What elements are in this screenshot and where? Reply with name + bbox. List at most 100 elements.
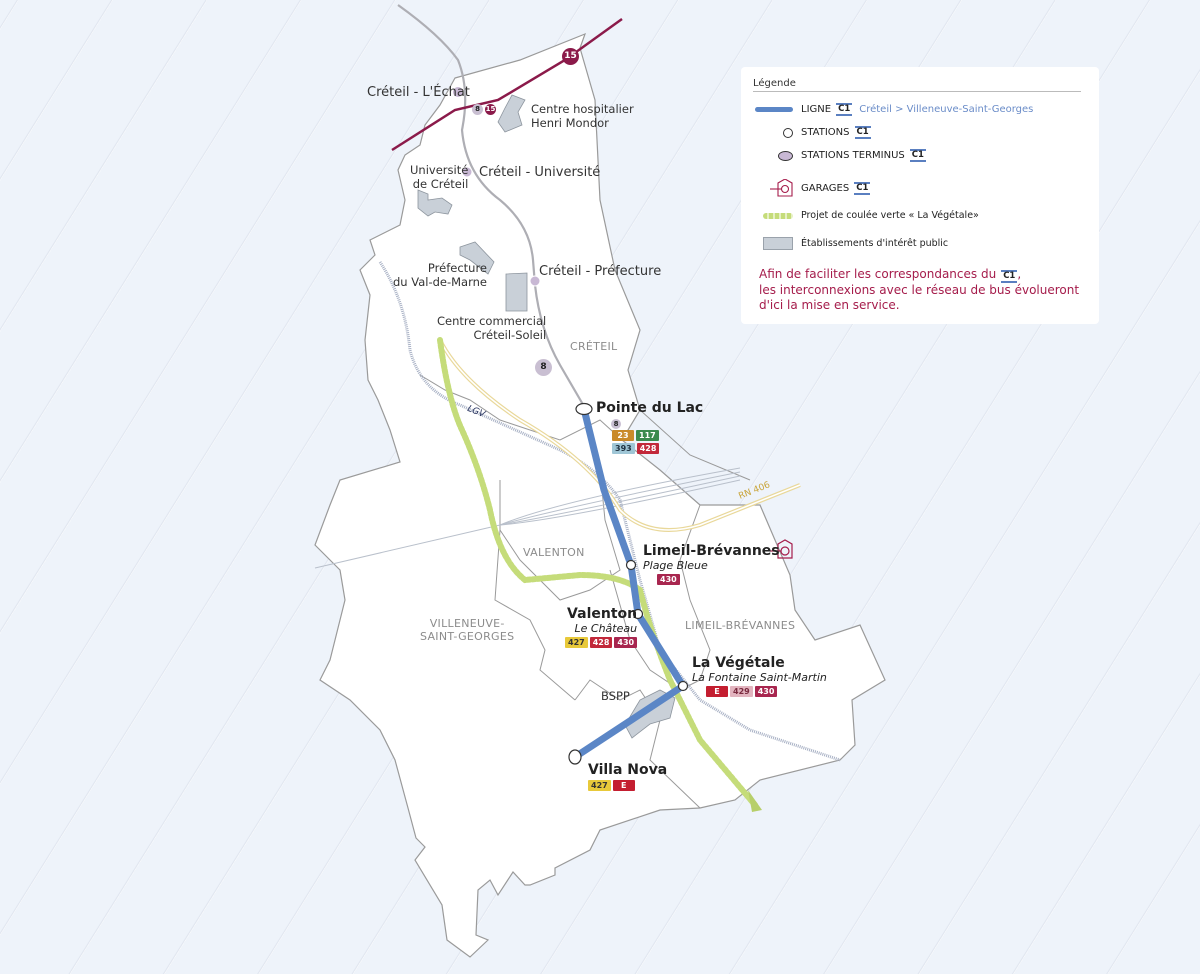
legend-title: Légende xyxy=(753,78,796,89)
stop-name: Valenton xyxy=(567,606,638,622)
bus-badge-430: 430 xyxy=(614,637,638,648)
place-bspp: BSPP xyxy=(601,689,630,703)
tram-stations xyxy=(452,86,541,287)
bus-badge-393: 393 xyxy=(612,443,635,454)
station-label-echat: Créteil - L'Échat xyxy=(367,85,470,100)
c1-stop-valenton[interactable]: Valenton Le Château 427 428 430 xyxy=(565,606,638,648)
legend-item-public-buildings: Établissements d'intérêt public xyxy=(741,237,948,250)
place-prefecture: Préfecture du Val-de-Marne xyxy=(393,261,487,289)
line-c1-icon xyxy=(755,107,793,112)
c1-badge: C1 xyxy=(854,126,871,139)
station-prefecture-dot xyxy=(529,275,541,287)
place-mall-line2: Créteil-Soleil xyxy=(473,328,547,342)
garage-icon xyxy=(770,539,793,559)
legend-panel: Légende LIGNE C1 Créteil > Villeneuve-Sa… xyxy=(741,67,1099,324)
stop-name: La Végétale xyxy=(692,655,785,671)
terminus-villa-nova xyxy=(568,749,582,765)
bus-badge-428: 428 xyxy=(636,443,660,454)
commune-limeil: LIMEIL-BRÉVANNES xyxy=(685,619,796,632)
note-line3: d'ici la mise en service. xyxy=(759,298,900,312)
legend-label: STATIONS xyxy=(801,127,850,138)
station-universite-dot xyxy=(461,166,473,178)
place-mall-line1: Centre commercial xyxy=(437,314,547,328)
bus-badge-427: 427 xyxy=(565,637,588,648)
metro-15-badge: 15 xyxy=(562,48,579,65)
c1-stations xyxy=(568,402,689,765)
c1-badge: C1 xyxy=(836,103,853,116)
stop-subname: La Fontaine Saint-Martin xyxy=(692,671,827,684)
legend-item-green-corridor: Projet de coulée verte « La Végétale» xyxy=(741,210,979,221)
place-university: Université de Créteil xyxy=(410,163,468,191)
green-corridor xyxy=(437,337,758,808)
stop-subname: Plage Bleue xyxy=(643,559,708,572)
c1-stop-limeil-brevannes[interactable]: Limeil-Brévannes Plage Bleue 430 xyxy=(643,543,780,585)
legend-item-line: LIGNE C1 Créteil > Villeneuve-Saint-Geor… xyxy=(741,103,1033,116)
note-line2: les interconnexions avec le réseau de bu… xyxy=(759,283,1080,297)
bus-badge-427: 427 xyxy=(588,780,611,791)
metro-15-small-badge: 15 xyxy=(485,104,496,115)
stop-name: Villa Nova xyxy=(588,762,668,778)
stop-subname: Le Château xyxy=(574,622,638,635)
place-hospital-line2: Henri Mondor xyxy=(531,116,609,130)
note-line1: Afin de faciliter les correspondances du xyxy=(759,267,997,281)
metro-15-line xyxy=(391,17,623,152)
bus-badge-429: 429 xyxy=(730,686,753,697)
legend-label: Établissements d'intérêt public xyxy=(801,238,949,249)
tram-8-badge: 8 xyxy=(611,419,621,429)
tram-8-badge-creteil: 8 xyxy=(535,359,552,376)
terminus-icon xyxy=(778,150,793,161)
legend-label: Projet de coulée verte « La Végétale» xyxy=(801,210,979,221)
commune-creteil: CRÉTEIL xyxy=(570,340,618,353)
c1-badge: C1 xyxy=(1001,270,1018,283)
lgv-railway xyxy=(378,261,841,762)
green-corridor-icon xyxy=(763,212,793,219)
c1-stop-la-vegetale[interactable]: La Végétale La Fontaine Saint-Martin E 4… xyxy=(692,655,827,697)
bus-badge-23: 23 xyxy=(612,430,634,441)
bus-badge-430: 430 xyxy=(754,686,778,697)
place-mall: Centre commercial Créteil-Soleil xyxy=(437,314,546,342)
c1-line xyxy=(573,408,687,760)
place-university-line1: Université xyxy=(410,163,469,177)
place-prefecture-line2: du Val-de-Marne xyxy=(393,275,487,289)
c1-stop-pointe-du-lac[interactable]: Pointe du Lac 8 23 117 393 428 xyxy=(596,400,703,454)
commune-villeneuve-line2: SAINT-GEORGES xyxy=(420,630,515,643)
commune-valenton: VALENTON xyxy=(523,546,585,559)
bus-badge-e: E xyxy=(706,686,728,697)
bus-badge-430: 430 xyxy=(657,574,680,585)
c1-stop-villa-nova[interactable]: Villa Nova 427 E xyxy=(588,762,667,791)
bus-badge-428: 428 xyxy=(589,637,613,648)
tram-8-line xyxy=(397,4,586,409)
terminus-pointe-du-lac xyxy=(575,402,593,416)
legend-label: LIGNE xyxy=(801,104,832,115)
note-punct: , xyxy=(1017,267,1022,281)
legend-label: STATIONS TERMINUS xyxy=(801,150,905,161)
station-label-universite: Créteil - Université xyxy=(479,165,601,180)
legend-divider xyxy=(753,91,1081,92)
bus-badge-e: E xyxy=(612,780,635,791)
legend-item-stations: STATIONS C1 xyxy=(741,126,871,139)
station-echat-dot xyxy=(452,86,464,98)
place-prefecture-line1: Préfecture xyxy=(427,261,487,275)
stop-name: Pointe du Lac xyxy=(596,400,704,416)
rail-yard xyxy=(314,467,741,569)
public-buildings xyxy=(417,94,676,739)
legend-line-route: Créteil > Villeneuve-Saint-Georges xyxy=(859,104,1034,115)
commune-villeneuve-line1: VILLENEUVE- xyxy=(429,617,505,630)
stop-name: Limeil-Brévannes xyxy=(643,543,780,559)
bus-badge-117: 117 xyxy=(636,430,659,441)
station-label-prefecture: Créteil - Préfecture xyxy=(539,264,662,279)
legend-label: GARAGES xyxy=(801,182,850,194)
station-icon xyxy=(783,127,793,138)
legend-item-terminus: STATIONS TERMINUS C1 xyxy=(741,149,926,162)
c1-badge: C1 xyxy=(854,181,871,195)
commune-villeneuve: VILLENEUVE- SAINT-GEORGES xyxy=(420,617,514,643)
public-building-icon xyxy=(763,237,793,250)
tram-8-badge: 8 xyxy=(472,104,483,115)
legend-note: Afin de faciliter les correspondances du… xyxy=(759,267,1079,313)
place-university-line2: de Créteil xyxy=(412,177,469,191)
c1-badge: C1 xyxy=(909,149,926,162)
place-hospital-line1: Centre hospitalier xyxy=(531,102,634,116)
legend-item-garages: GARAGES C1 xyxy=(741,179,871,197)
garage-icon xyxy=(770,179,793,197)
